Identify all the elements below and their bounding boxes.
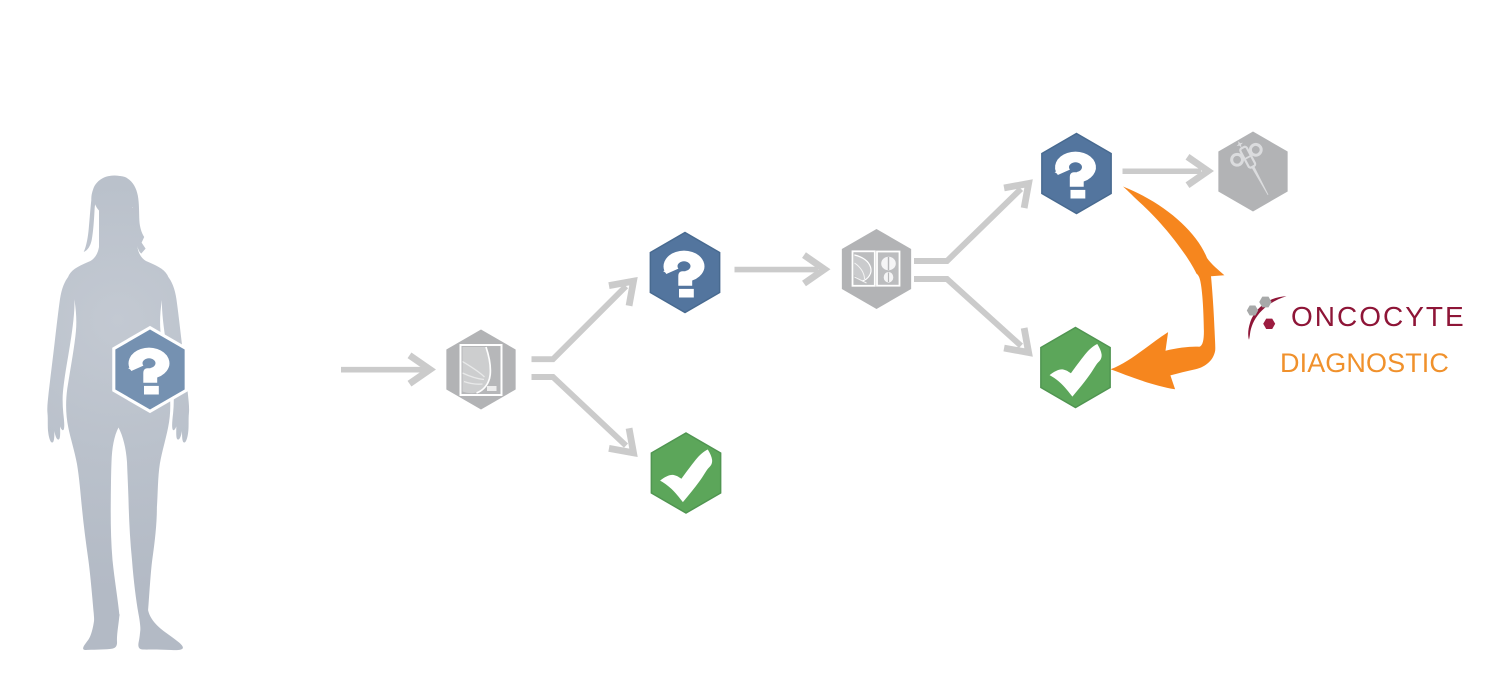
svg-text:DIAGNOSTIC: DIAGNOSTIC: [1280, 348, 1449, 378]
svg-text:ONCOCYTE: ONCOCYTE: [1291, 301, 1466, 332]
